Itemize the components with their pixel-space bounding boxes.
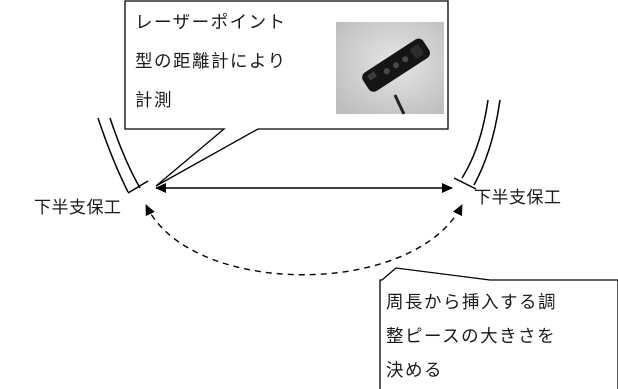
bottom-callout-box [379,267,618,389]
right-support-label: 下半支保工 [474,188,562,208]
bottom-callout-line-1: 周長から挿入する調 [386,293,557,313]
top-callout-line-1: レーザーポイント [135,13,287,33]
right-support-outer-arc [473,99,501,186]
left-support-inner-arc [109,117,141,189]
right-support-inner-arc [461,99,489,179]
bottom-callout-line-2: 整ピースの大きさを [386,327,557,347]
left-support-end-cap [127,180,149,194]
laser-rangefinder-photo [336,22,444,115]
perimeter-dashed-arc [145,204,463,276]
top-callout-line-3: 計測 [135,91,173,111]
bottom-callout-line-3: 決める [386,361,443,381]
left-support-label: 下半支保工 [34,198,122,218]
right-support-end-cap [453,177,477,190]
top-callout-line-2: 型の距離計により [135,52,287,72]
left-support-outer-arc [97,117,129,193]
